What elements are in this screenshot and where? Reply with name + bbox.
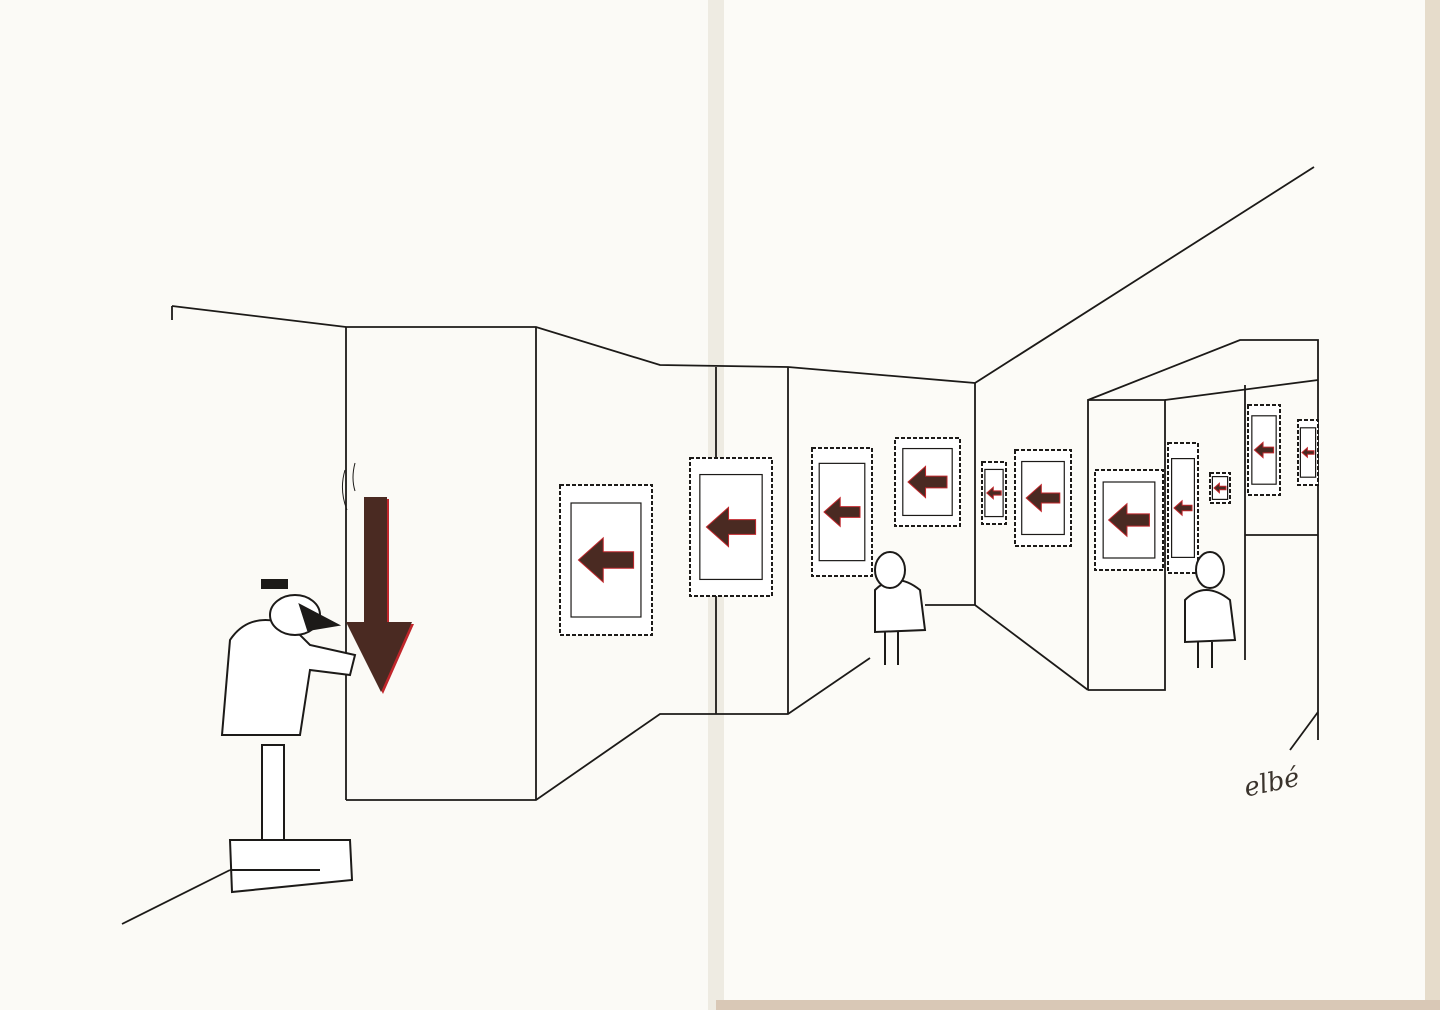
arrow-left-painting [907, 465, 948, 499]
paintings [559, 404, 1319, 636]
visitor-center [874, 551, 927, 665]
arrow-left-painting [823, 496, 861, 528]
arrow-left-painting [1253, 441, 1275, 459]
arrow-left-painting [1213, 482, 1227, 494]
arrow-left-painting [577, 536, 635, 584]
room-lines [121, 166, 1319, 925]
visitor-figures [220, 551, 1237, 894]
page-edge [1425, 0, 1440, 1010]
arrow-left-painting [986, 486, 1002, 500]
arrow-left-painting [1025, 483, 1061, 513]
arrow-left-painting [1301, 446, 1315, 459]
arrow-left-painting [705, 506, 757, 548]
arrow-down-sign [341, 462, 414, 694]
arrow-left-painting [1107, 502, 1150, 538]
visitor-right [1184, 551, 1237, 668]
arrow-left-painting [1173, 499, 1193, 517]
man-on-box [220, 579, 357, 894]
